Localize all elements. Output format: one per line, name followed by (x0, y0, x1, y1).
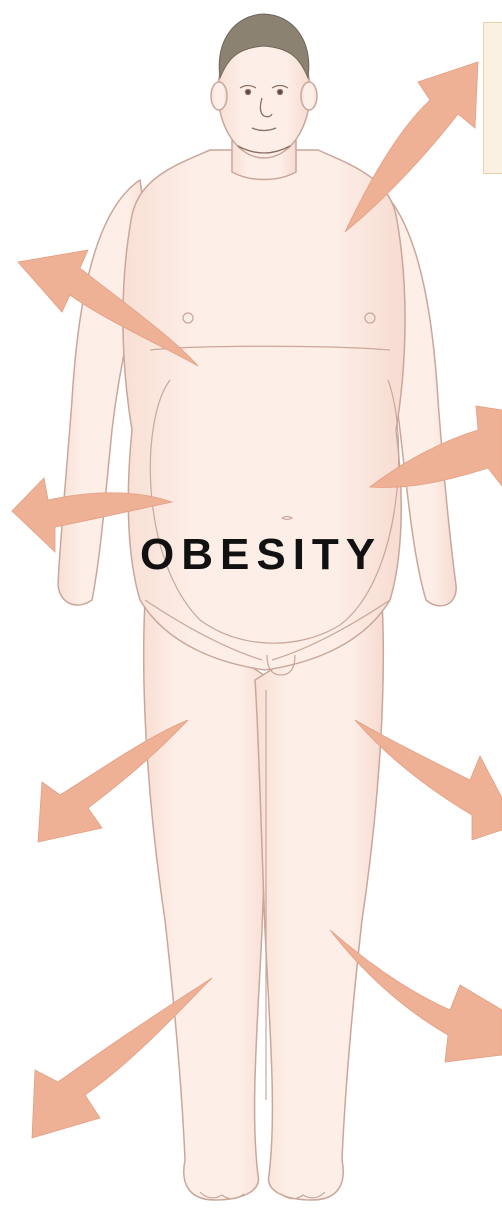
right-leg (255, 600, 383, 1200)
left-ear (211, 82, 227, 110)
torso (123, 150, 405, 670)
human-figure (58, 26, 456, 1200)
left-leg (144, 600, 272, 1200)
diagram-title: OBESITY (0, 525, 502, 585)
right-ear (301, 82, 317, 110)
arrow-icon (345, 62, 478, 232)
